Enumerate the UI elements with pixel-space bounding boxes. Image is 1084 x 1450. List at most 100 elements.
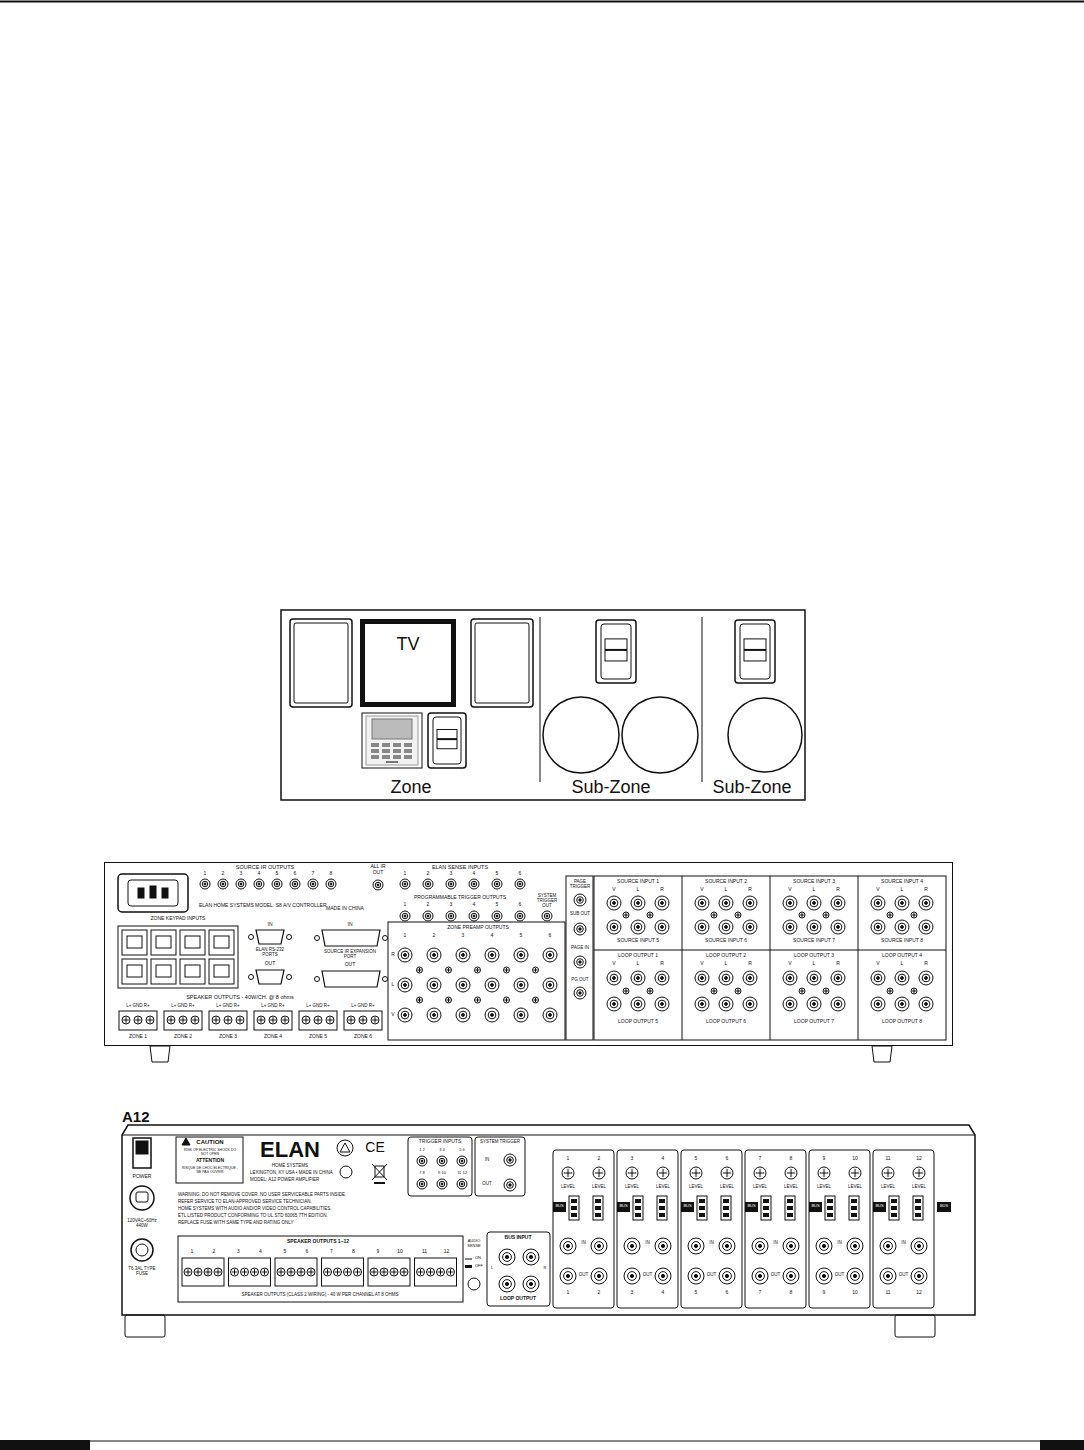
screw-slot [188,1269,189,1275]
rca-jack-pin [566,1274,569,1277]
rca-jack [543,978,557,992]
keypad-button [404,749,412,753]
rca-jack-pin [450,915,452,917]
screw-slot [218,1269,219,1275]
rca-jack-ring [628,1242,637,1251]
rca-jack-pin [630,1244,633,1247]
rca-jack-pin [519,915,521,917]
page-section [566,876,593,1040]
screw-slot [375,1017,376,1023]
rca-jack [560,1268,576,1284]
rca-jack-ring [746,1000,754,1008]
panel-label: 5 6 [459,1148,465,1153]
rca-jack [631,920,645,934]
panel-label: PAGE IN [568,945,592,950]
bus-tab [745,1202,758,1212]
bus-tab [809,1202,822,1212]
io-section [594,876,946,1040]
rca-jack [457,1179,467,1189]
panel-label: LEVEL [784,1184,798,1189]
rca-jack-pin [901,1003,904,1006]
dsub-screw [249,935,254,940]
rca-jack-ring [488,951,496,959]
rca-jack-pin [427,915,429,917]
panel-label: L [901,887,904,893]
rca-jack [895,896,909,910]
rca-jack [514,948,528,962]
rca-jack-pin [546,915,548,917]
volume-plate [433,717,461,764]
chassis-bevel [122,1135,975,1136]
screw-slot [738,913,739,917]
rca-jack-pin [630,1274,633,1277]
rca-jack-pin [509,1159,511,1161]
rca-jack-ring [595,1242,604,1251]
rca-jack [591,1238,607,1254]
dip-lever [915,1199,921,1203]
rca-jack-pin [461,1160,463,1162]
rca-jack-pin [725,1274,728,1277]
screw [447,1268,455,1276]
rca-jack-ring [544,913,550,919]
screw-slot [477,968,478,972]
rca-jack [446,879,456,889]
rca-jack [752,1238,768,1254]
rca-jack [919,920,933,934]
zone-divider [702,617,703,782]
screw-slot [440,1269,441,1275]
rca-jack [469,879,479,889]
panel-label: 2 [598,1290,601,1296]
panel-label: L [491,1266,493,1271]
io-divider [682,876,683,1040]
keypad-button [393,743,401,747]
screw-slot [363,1017,364,1023]
node-label: A12 [122,1108,150,1125]
rca-jack-pin [404,883,406,885]
screw-slot [430,1269,431,1275]
sub-zone-region: Sub-Zone [538,612,684,798]
screw-slot [890,913,891,917]
rca-jack [847,1238,863,1254]
rca-jack-pin [450,883,452,885]
screw-slot [727,1169,728,1177]
panel-label: IN [581,1240,586,1245]
panel-label: V [700,887,703,893]
panel-label: 10 [852,1290,858,1296]
rca-jack-pin [312,883,314,885]
dsub-screw [383,936,388,941]
rca-jack [655,997,669,1011]
rca-jack-ring [898,974,906,982]
panel-label: 2 [427,871,430,877]
dip-lever [571,1213,577,1217]
rca-jack [807,971,821,985]
panel-label: ON [475,1256,481,1261]
screw-slot [738,989,739,993]
rj45-opening [127,936,142,948]
rca-jack-ring [874,974,882,982]
dip-lever [787,1206,793,1210]
panel-label: 2 [433,933,436,939]
panel-label: BUS [875,1204,883,1209]
rca-jack-pin [433,954,436,957]
panel-label: V [391,1012,394,1018]
dip-switch [825,1196,835,1220]
speaker-terminal [229,1258,271,1286]
panel-label: SYSTEM TRIGGER OUT [532,893,562,909]
panel-label: IN [837,1240,842,1245]
screw-slot [419,998,420,1002]
screw [277,1268,285,1276]
panel-label: 4 [491,933,494,939]
rca-jack-ring [692,1272,701,1281]
rca-jack-pin [491,1014,494,1017]
keypad [362,713,422,768]
screw [122,1016,130,1024]
screw [504,967,510,973]
panel-label: LOOP OUTPUT 5 [618,1019,658,1025]
panel-label: SPEAKER OUTPUTS (CLASS 2 WIRING) - 40 W … [241,1292,398,1297]
rca-jack-ring [810,923,818,931]
rca-jack-pin [789,1003,792,1006]
screw [475,967,481,973]
panel-label: R [748,887,752,893]
panel-label: 7 [330,1249,333,1255]
panel-label: 5 [496,902,499,908]
